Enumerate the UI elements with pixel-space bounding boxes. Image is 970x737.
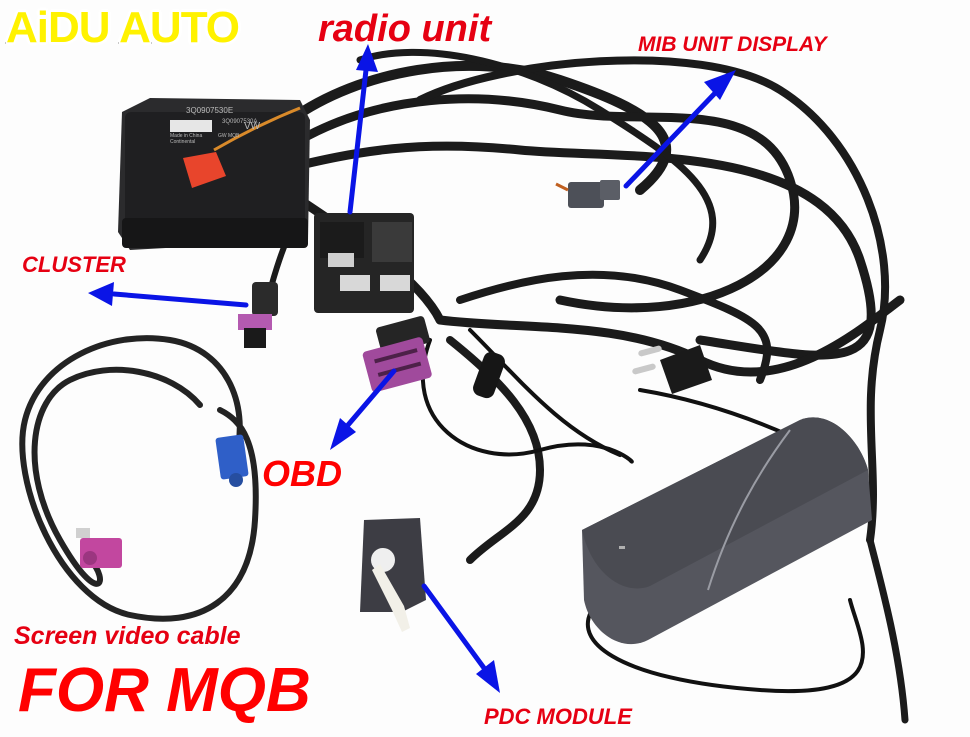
module-part-number: 3Q0907530E	[186, 106, 234, 115]
module-origin: Made in China	[170, 133, 203, 139]
eu-power-plug	[632, 345, 712, 394]
module-gateway-text: GW MQB	[218, 133, 240, 139]
arrow-mib-unit-display	[623, 70, 736, 189]
wiring-harness	[262, 48, 909, 724]
power-adapter	[582, 417, 872, 645]
label-mib-unit-display: MIB UNIT DISPLAY	[638, 33, 827, 56]
fakra-pink-connector	[76, 528, 122, 568]
module-vendor: Continental	[170, 139, 196, 145]
label-cluster: CLUSTER	[22, 252, 126, 277]
label-screen-video-cable: Screen video cable	[14, 622, 241, 650]
annotation-arrows	[88, 44, 736, 693]
label-obd: OBD	[262, 453, 342, 494]
ferrite-core	[473, 351, 505, 399]
brand-logo: AiDU AUTO	[5, 3, 242, 52]
arrow-obd	[330, 368, 397, 450]
label-radio-unit: radio unit	[318, 8, 492, 50]
label-for-mqb: FOR MQB	[18, 656, 311, 725]
fakra-blue-connector	[215, 434, 249, 487]
screen-video-cable	[19, 335, 259, 622]
label-pdc-module: PDC MODULE	[484, 704, 632, 729]
pdc-connector	[360, 518, 426, 632]
arrow-pdc-module	[421, 583, 500, 693]
obd-connector	[362, 316, 432, 393]
mib-connector	[555, 180, 620, 208]
cluster-connector	[238, 282, 278, 348]
radio-quadlock-connector	[314, 213, 414, 313]
arrow-radio-unit	[347, 44, 378, 215]
gateway-module	[118, 98, 310, 250]
module-brand-mark: VW	[244, 121, 261, 132]
arrow-cluster	[88, 282, 249, 308]
module-part-number-alt: 3Q0907530A	[222, 119, 258, 125]
